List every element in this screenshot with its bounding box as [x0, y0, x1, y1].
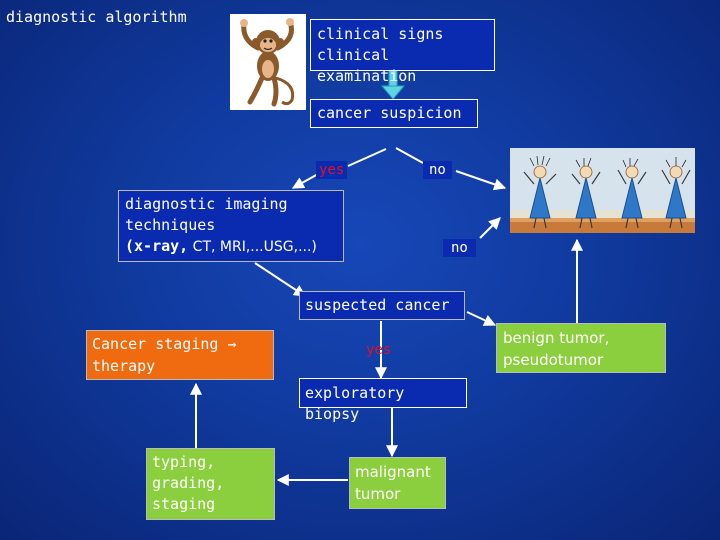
- clinical-to-suspicion-arrow: [380, 69, 406, 100]
- imaging-line-2: techniques: [125, 216, 216, 234]
- no-mid-label: no: [443, 239, 476, 257]
- suspected-to-benign-arrow: [466, 311, 497, 326]
- imaging-line-3: (x-ray, CT, MRI,...USG,...): [125, 236, 337, 258]
- imaging-to-suspected-arrow: [254, 262, 307, 297]
- clinical-signs-box: clinical signs clinical examination: [310, 19, 495, 85]
- no-top-label: no: [423, 161, 452, 179]
- suspected-cancer-box: suspected cancer: [299, 291, 465, 320]
- split-left-line: [347, 148, 387, 167]
- cancer-suspicion-box: cancer suspicion: [310, 99, 478, 128]
- split-right-line: [395, 147, 424, 164]
- exploratory-biopsy-box: exploratory biopsy: [299, 378, 467, 423]
- diagram-title: diagnostic algorithm: [6, 8, 187, 26]
- no-mid-to-healthy-arrow: [479, 217, 501, 239]
- yes-top-label: yes: [316, 161, 348, 179]
- diagnostic-imaging-box: diagnostic imaging techniques (x-ray, CT…: [118, 190, 344, 262]
- malignant-tumor-box: malignant tumor: [349, 457, 446, 509]
- imaging-xray-text: (x-ray,: [125, 237, 189, 255]
- yes-to-imaging-arrow: [291, 173, 319, 189]
- healthy-figures-image: [510, 148, 695, 233]
- imaging-modalities-text: CT, MRI,...USG,...): [188, 239, 317, 255]
- monkey-image: [230, 14, 306, 110]
- typing-grading-box: typing, grading, staging: [146, 448, 275, 520]
- imaging-line-1: diagnostic imaging: [125, 195, 288, 213]
- cancer-staging-box: Cancer staging → therapy: [86, 330, 274, 380]
- yes-bottom-label: yes: [366, 342, 392, 358]
- benign-tumor-box: benign tumor, pseudotumor: [496, 323, 666, 373]
- no-to-healthy-arrow: [455, 170, 507, 191]
